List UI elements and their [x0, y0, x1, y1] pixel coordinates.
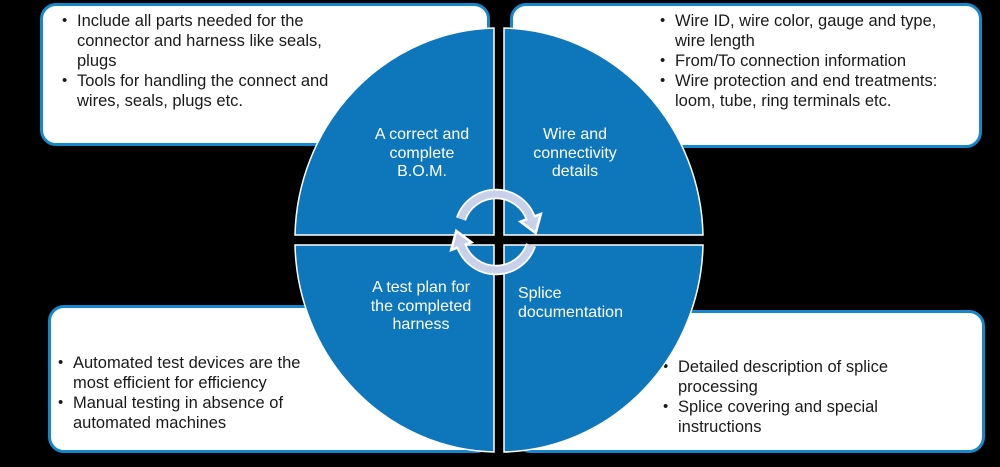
bullet-text: Detailed description of splice processin…: [678, 358, 889, 396]
bullet-item: • From/To connection information: [660, 51, 965, 71]
bullet-list: • Detailed description of splice process…: [663, 357, 935, 437]
bullet-list: • Include all parts needed for the conne…: [62, 11, 347, 111]
bullet-item: • Splice covering and special instructio…: [663, 397, 935, 437]
bullet-item: • Wire ID, wire color, gauge and type, w…: [660, 11, 965, 51]
quadrant-top-left: [294, 27, 495, 236]
quadrant-label-wire-connectivity: Wire and connectivity details: [533, 126, 617, 180]
bullet-dot-icon: •: [663, 398, 669, 415]
bullet-list: • Wire ID, wire color, gauge and type, w…: [660, 11, 965, 111]
bullet-text: Manual testing in absence of automated m…: [73, 394, 284, 432]
quadrant-bottom-left: [294, 244, 495, 453]
bullet-text: Include all parts needed for the connect…: [77, 12, 322, 70]
bullet-dot-icon: •: [660, 12, 666, 29]
quadrant-top-right: [503, 27, 704, 236]
bullet-text: From/To connection information: [675, 52, 907, 70]
bullet-text: Wire ID, wire color, gauge and type, wir…: [675, 12, 937, 50]
bullet-dot-icon: •: [663, 358, 669, 375]
bullet-text: Splice covering and special instructions: [678, 398, 878, 436]
bullet-item: • Manual testing in absence of automated…: [58, 393, 323, 433]
quadrant-label-bom: A correct and complete B.O.M.: [374, 126, 470, 180]
bullet-item: • Tools for handling the connect and wir…: [62, 71, 347, 111]
bullet-text: Automated test devices are the most effi…: [73, 354, 301, 392]
bullet-item: • Wire protection and end treatments: lo…: [660, 71, 965, 111]
bullet-text: Tools for handling the connect and wires…: [77, 72, 329, 110]
bullet-dot-icon: •: [62, 72, 68, 89]
bullet-item: • Automated test devices are the most ef…: [58, 353, 323, 393]
quadrant-label-test-plan: A test plan for the completed harness: [370, 279, 472, 333]
bullet-item: • Include all parts needed for the conne…: [62, 11, 347, 71]
bullet-dot-icon: •: [660, 52, 666, 69]
quadrant-bottom-right: [503, 244, 704, 453]
bullet-dot-icon: •: [58, 394, 64, 411]
bullet-dot-icon: •: [62, 12, 68, 29]
bullet-dot-icon: •: [660, 72, 666, 89]
bullet-item: • Detailed description of splice process…: [663, 357, 935, 397]
bullet-list: • Automated test devices are the most ef…: [58, 353, 323, 433]
cycle-arrows-icon: [449, 188, 543, 276]
bullet-text: Wire protection and end treatments: loom…: [675, 72, 938, 110]
quadrant-label-splice-documentation: Splice documentation: [518, 285, 623, 321]
bullet-dot-icon: •: [58, 354, 64, 371]
